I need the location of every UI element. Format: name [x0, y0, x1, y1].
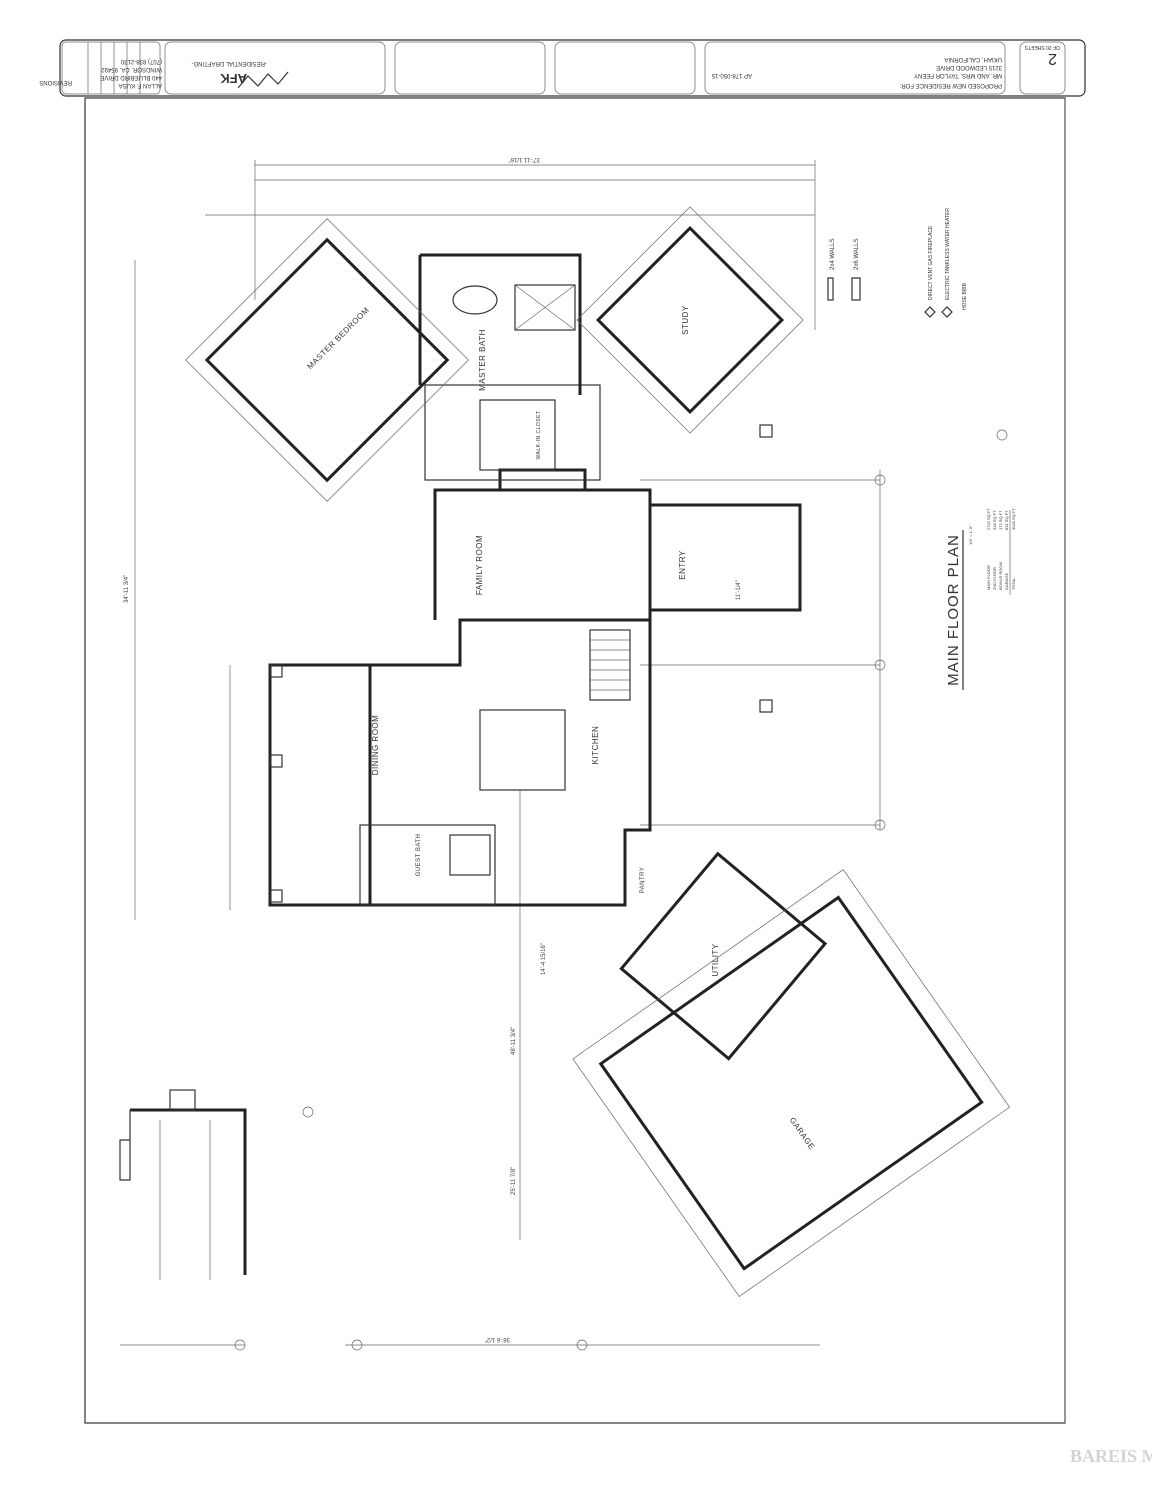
area-row-value: 2722 SQ FT: [986, 508, 991, 530]
project-label: PROPOSED NEW RESIDENCE FOR:: [899, 82, 1002, 88]
legend-2x4-walls: 2x4 WALLS: [830, 239, 836, 270]
firm-logo-text: AFK: [220, 71, 247, 86]
room-label-dining-room: DINING ROOM: [371, 715, 380, 776]
area-row-label: MAIN FLOOR: [986, 565, 991, 590]
dim-left-overall: 34'-11 3/4": [124, 575, 130, 603]
drafter-phone: (707) 838-2130: [120, 58, 162, 64]
dim-entry-width: 11'-1/4": [736, 580, 742, 600]
room-label-utility: UTILITY: [711, 943, 720, 976]
apn: AP 178-050-15: [711, 72, 752, 78]
room-label-entry: ENTRY: [678, 550, 687, 580]
area-table: MAIN FLOOR 2722 SQ FT 2ND FLOOR 318 SQ F…: [986, 508, 1016, 595]
room-label-walk-in-closet: WALK-IN CLOSET: [536, 410, 542, 459]
legend-water-heater: ELECTRIC TANKLESS WATER HEATER: [945, 208, 951, 300]
grid-bubbles: [351, 429, 1008, 1351]
drawing-scale: 1/4" = 1'-0": [968, 525, 973, 545]
room-label-kitchen: KITCHEN: [591, 726, 600, 765]
area-row-label: GARAGE: [1004, 573, 1009, 590]
firm-tagline: -RESIDENTIAL DRAFTING-: [192, 60, 267, 66]
title-block: [59, 39, 1086, 97]
bathtub-icon: [452, 285, 498, 315]
drawing-title: MAIN FLOOR PLAN: [945, 534, 962, 686]
room-label-master-bedroom: MASTER BEDROOM: [305, 305, 371, 371]
watermark-logo: BAREIS MLS: [1070, 1446, 1152, 1466]
site-city: UKIAH, CALIFORNIA: [944, 56, 1002, 62]
sheet-number: 2: [1048, 50, 1057, 67]
sheet-of: OF 20 SHEETS: [1024, 44, 1060, 50]
water-heater-icon: [941, 306, 953, 318]
legend-fireplace: DIRECT VENT GAS FIREPLACE: [928, 225, 934, 300]
drafter-name: ALLAN F. KUSA: [119, 82, 162, 88]
room-label-garage: GARAGE: [788, 1116, 817, 1152]
dim-kitchen-run: 14'-4 15/16": [541, 943, 547, 975]
dim-bottom-overall: 36'-6 1/2": [485, 1336, 510, 1342]
area-row-value: 4043 SQ FT: [1011, 508, 1016, 530]
dim-overall-top: 37'-11 1/16": [508, 156, 540, 162]
room-label-master-bath: MASTER BATH: [478, 329, 487, 391]
kitchen-island: [479, 709, 566, 791]
revisions-box: [61, 41, 161, 95]
legend-hose-bibb: HOSE BIBB: [962, 282, 968, 310]
client-name: MR. AND MRS. TAYLOR FEENY: [914, 72, 1002, 78]
area-row-value: 318 SQ FT: [992, 510, 997, 530]
house-walls: [268, 253, 802, 907]
area-row-label: 2ND FLOOR: [992, 567, 997, 590]
drafter-address: 440 BLUEBIRD DRIVE: [100, 74, 162, 80]
area-row-label: TOTAL: [1011, 577, 1016, 590]
study-wing: [576, 206, 804, 434]
area-row-value: 172 SQ FT: [998, 510, 1003, 530]
fireplace-icon: [924, 306, 936, 318]
room-label-study: STUDY: [681, 305, 690, 335]
area-row-value: 831 SQ FT: [1004, 510, 1009, 530]
legend-2x6-walls: 2x6 WALLS: [854, 239, 860, 270]
room-label-guest-bath: GUEST BATH: [416, 834, 422, 877]
room-label-family-room: FAMILY ROOM: [475, 535, 484, 595]
dim-center-run: 48'-11 3/4": [511, 1027, 517, 1055]
revisions-label: REVISIONS: [39, 79, 72, 85]
dimension-lines: [120, 160, 881, 1346]
site-address: 3215 LEDWOOD DRIVE: [936, 64, 1002, 70]
master-bedroom-wing: [185, 218, 469, 502]
drafter-city: WINDSOR, CA. 95492: [101, 66, 162, 72]
inset-plan: [119, 1089, 314, 1351]
dim-garage-depth: 25'-11 7/8": [511, 1167, 517, 1195]
legend: 2x4 WALLS 2x6 WALLS DIRECT VENT GAS FIRE…: [827, 208, 968, 318]
stair-icon: [589, 629, 631, 701]
room-label-pantry: PANTRY: [640, 867, 646, 894]
garage-wing: [572, 869, 1011, 1297]
afk-logo-mark: [237, 71, 289, 89]
area-row-label: BONUS ROOM: [998, 562, 1003, 590]
